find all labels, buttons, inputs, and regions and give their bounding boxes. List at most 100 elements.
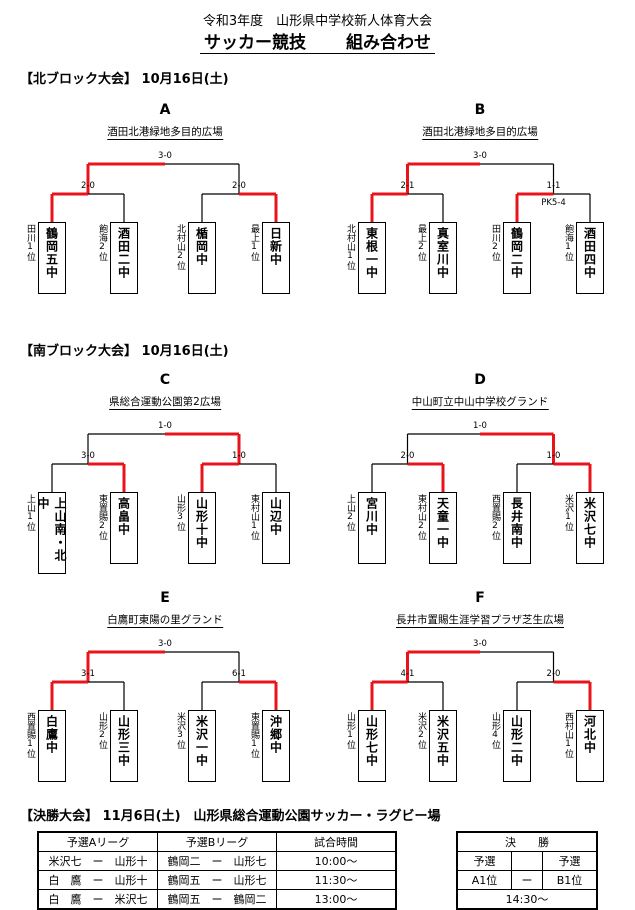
team-seed: 米沢2位 [416, 712, 426, 749]
team-seed: 西村山1位 [563, 712, 573, 758]
schedule-row: 白 鷹 ー 米沢七 鶴岡五 ー 鶴岡二 13:00～ [37, 889, 397, 910]
semi-score-left: 3-1 [81, 669, 95, 679]
schedule-cell: 白 鷹 ー 米沢七 [37, 889, 158, 910]
team-seed: 西置賜1位 [25, 712, 35, 758]
schedule-header: 予選Bリーグ [157, 831, 277, 852]
semi-score-right: 6-1 [232, 669, 246, 679]
bracket-letter: D [474, 372, 486, 388]
semi-score-left: 4-1 [400, 669, 415, 679]
final-left-seed: A1位 [456, 870, 512, 890]
venue-name: 県総合運動公園第2広場 [109, 396, 221, 410]
schedule-row: 白 鷹 ー 山形十 鶴岡五 ー 山形七 11:30～ [37, 870, 397, 890]
schedule-cell: 13:00～ [276, 889, 397, 910]
team-seed: 山形3位 [175, 494, 185, 531]
semi-score-left: 2-0 [81, 181, 95, 191]
final-score: 3-0 [158, 151, 172, 161]
team-seed: 飽海2位 [97, 224, 107, 261]
team-seed: 田川2位 [490, 224, 500, 261]
schedule-row: 米沢七 ー 山形十 鶴岡二 ー 山形七 10:00～ [37, 851, 397, 871]
team-name: 米沢五中 [429, 710, 457, 782]
bracket-letter: F [475, 590, 485, 606]
semi-score-left: 2-0 [400, 451, 415, 461]
schedule-header: 試合時間 [276, 831, 397, 852]
schedule-cell: 10:00～ [276, 851, 397, 871]
team-name: 日新中 [262, 222, 290, 294]
team-name: 鶴岡五中 [38, 222, 66, 294]
team-name: 山形二中 [503, 710, 531, 782]
team-name: 山辺中 [262, 492, 290, 564]
team-seed: 東村山1位 [249, 494, 259, 540]
team-name: 山形七中 [358, 710, 386, 782]
team-name: 沖郷中 [262, 710, 290, 782]
semi-score-left: 3-0 [81, 451, 95, 461]
team-seed: 田川1位 [25, 224, 35, 261]
final-dash: ー [510, 870, 544, 890]
team-name: 天童一中 [429, 492, 457, 564]
team-name: 東根一中 [358, 222, 386, 294]
final-right-seed: B1位 [542, 870, 598, 890]
team-name: 米沢一中 [188, 710, 216, 782]
section-final: 【決勝大会】 11月6日(土) 山形県総合運動公園サッカー・ラグビー場 [20, 809, 441, 824]
team-seed: 東置賜2位 [97, 494, 107, 540]
team-name: 河北中 [576, 710, 604, 782]
semi-score-right: 2-0 [546, 669, 561, 679]
venue-name: 酒田北港緑地多目的広場 [107, 126, 223, 140]
schedule-cell: 鶴岡二 ー 山形七 [157, 851, 277, 871]
section-south: 【南ブロック大会】 10月16日(土) [20, 344, 229, 359]
final-match-table: 決 勝 予選 予選 A1位 ー B1位 14:30～ [456, 831, 598, 910]
schedule-header: 予選Aリーグ [37, 831, 158, 852]
bracket-letter: E [160, 590, 170, 606]
team-seed: 東村山2位 [416, 494, 426, 540]
team-seed: 東置賜1位 [249, 712, 259, 758]
bracket-letter: C [159, 372, 171, 388]
page-title: サッカー競技 組み合わせ [0, 28, 635, 54]
team-name: 酒田四中 [576, 222, 604, 294]
venue-name: 酒田北港緑地多目的広場 [422, 126, 538, 140]
bracket-letter: A [159, 102, 171, 118]
team-seed: 上山2位 [345, 494, 355, 531]
team-name: 山形十中 [188, 492, 216, 564]
team-seed: 上山1位 [25, 494, 35, 531]
team-name: 上山南・北中 [36, 492, 67, 574]
pk-score: PK5-4 [541, 198, 566, 208]
team-name: 山形三中 [110, 710, 138, 782]
schedule-cell: 11:30～ [276, 870, 397, 890]
schedule-header-row: 予選Aリーグ 予選Bリーグ 試合時間 [37, 831, 397, 852]
semi-score-right: 1-1 [546, 181, 561, 191]
team-seed: 西置賜2位 [490, 494, 500, 540]
semi-score-right: 1-0 [232, 451, 246, 461]
schedule-table: 予選Aリーグ 予選Bリーグ 試合時間 米沢七 ー 山形十 鶴岡二 ー 山形七 1… [37, 831, 397, 910]
semi-score-right: 2-0 [232, 181, 246, 191]
semi-score-left: 2-1 [400, 181, 415, 191]
bracket-letter: B [474, 102, 486, 118]
final-title: 決 勝 [456, 831, 598, 852]
section-north: 【北ブロック大会】 10月16日(土) [20, 72, 229, 87]
team-name: 長井南中 [503, 492, 531, 564]
venue-name: 中山町立中山中学校グランド [411, 396, 549, 410]
schedule-cell: 鶴岡五 ー 鶴岡二 [157, 889, 277, 910]
final-score: 3-0 [473, 639, 487, 649]
team-name: 鶴岡二中 [503, 222, 531, 294]
team-seed: 最上1位 [249, 224, 259, 261]
team-name: 真室川中 [429, 222, 457, 294]
team-seed: 米沢3位 [175, 712, 185, 749]
team-seed: 最上2位 [416, 224, 426, 261]
team-seed: 北村山1位 [345, 224, 355, 270]
page-subtitle: 令和3年度 山形県中学校新人体育大会 [202, 14, 433, 29]
team-seed: 山形1位 [345, 712, 355, 749]
team-seed: 米沢1位 [563, 494, 573, 531]
page-title-text: サッカー競技 組み合わせ [200, 33, 435, 54]
schedule-cell: 米沢七 ー 山形十 [37, 851, 158, 871]
schedule-cell: 鶴岡五 ー 山形七 [157, 870, 277, 890]
final-score: 1-0 [158, 421, 172, 431]
team-seed: 山形4位 [490, 712, 500, 749]
venue-name: 白鷹町東陽の里グランド [107, 614, 223, 628]
team-seed: 飽海1位 [563, 224, 573, 261]
venue-name: 長井市置賜生涯学習プラザ芝生広場 [396, 614, 564, 628]
final-score: 1-0 [473, 421, 487, 431]
team-name: 宮川中 [358, 492, 386, 564]
final-time: 14:30～ [456, 889, 598, 910]
team-name: 米沢七中 [576, 492, 604, 564]
team-name: 楯岡中 [188, 222, 216, 294]
